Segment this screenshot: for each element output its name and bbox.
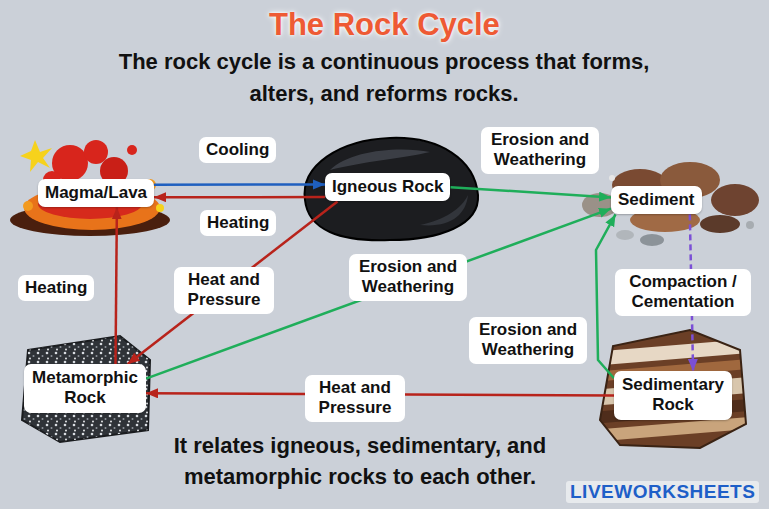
magma-picture <box>10 140 170 236</box>
edge-label: Erosion and Weathering <box>481 127 599 174</box>
edge-label: Heating <box>200 210 276 236</box>
rock-label-box: Magma/Lava <box>38 179 154 207</box>
rock-name: Sediment <box>618 190 695 210</box>
rock-name: Metamorphic Rock <box>31 368 139 409</box>
connector-arrow <box>451 187 612 197</box>
rock-name: Igneous Rock <box>332 177 443 197</box>
edge-label: Heating <box>18 275 94 301</box>
sediment-picture <box>582 162 759 246</box>
connector-arrow <box>154 183 325 186</box>
rock-name: Sedimentary Rock <box>621 375 725 416</box>
subtitle: The rock cycle is a continuous process t… <box>104 46 664 110</box>
connector-arrow <box>596 214 616 378</box>
edge-label: Compaction / Cementation <box>615 269 751 316</box>
rock-label-box: Metamorphic Rock <box>24 364 146 413</box>
connector-arrow <box>116 207 117 364</box>
edge-label: Heat and Pressure <box>174 267 274 314</box>
connector-arrow <box>128 201 338 364</box>
caption: It relates igneous, sedimentary, and met… <box>140 431 580 493</box>
edge-label: Heat and Pressure <box>305 375 405 422</box>
edge-label: Cooling <box>199 137 276 163</box>
connector-arrow <box>154 196 325 199</box>
sedimentary-rock-picture <box>590 320 760 460</box>
rock-label-box: Sedimentary Rock <box>614 371 732 420</box>
metamorphic-rock-picture <box>22 336 150 442</box>
rock-name: Magma/Lava <box>45 183 147 203</box>
rock-label-box: Igneous Rock <box>325 173 450 201</box>
igneous-rock-picture <box>305 138 478 240</box>
edge-label: Erosion and Weathering <box>469 317 587 364</box>
watermark: LIVEWORKSHEETS <box>566 481 759 503</box>
diagram-title: The Rock Cycle <box>269 7 500 43</box>
edge-label: Erosion and Weathering <box>349 254 467 301</box>
rock-label-box: Sediment <box>611 186 702 214</box>
connector-arrow <box>146 209 611 379</box>
